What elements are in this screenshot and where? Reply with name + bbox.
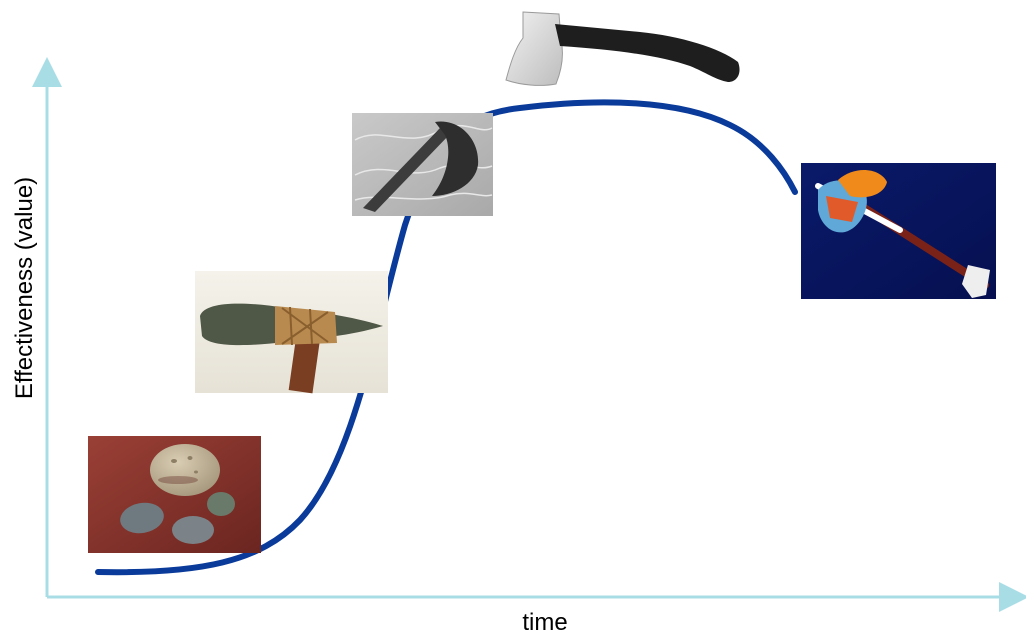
modern-hatchet-photo <box>504 8 740 88</box>
stone-tools-photo <box>88 436 261 553</box>
decorative-tomahawk-photo <box>801 163 996 299</box>
x-axis-label: time <box>522 609 567 635</box>
iron-axe-head-photo <box>352 113 493 216</box>
y-axis-label: Effectiveness (value) <box>11 177 38 399</box>
hafted-stone-hammer-photo <box>195 271 388 393</box>
